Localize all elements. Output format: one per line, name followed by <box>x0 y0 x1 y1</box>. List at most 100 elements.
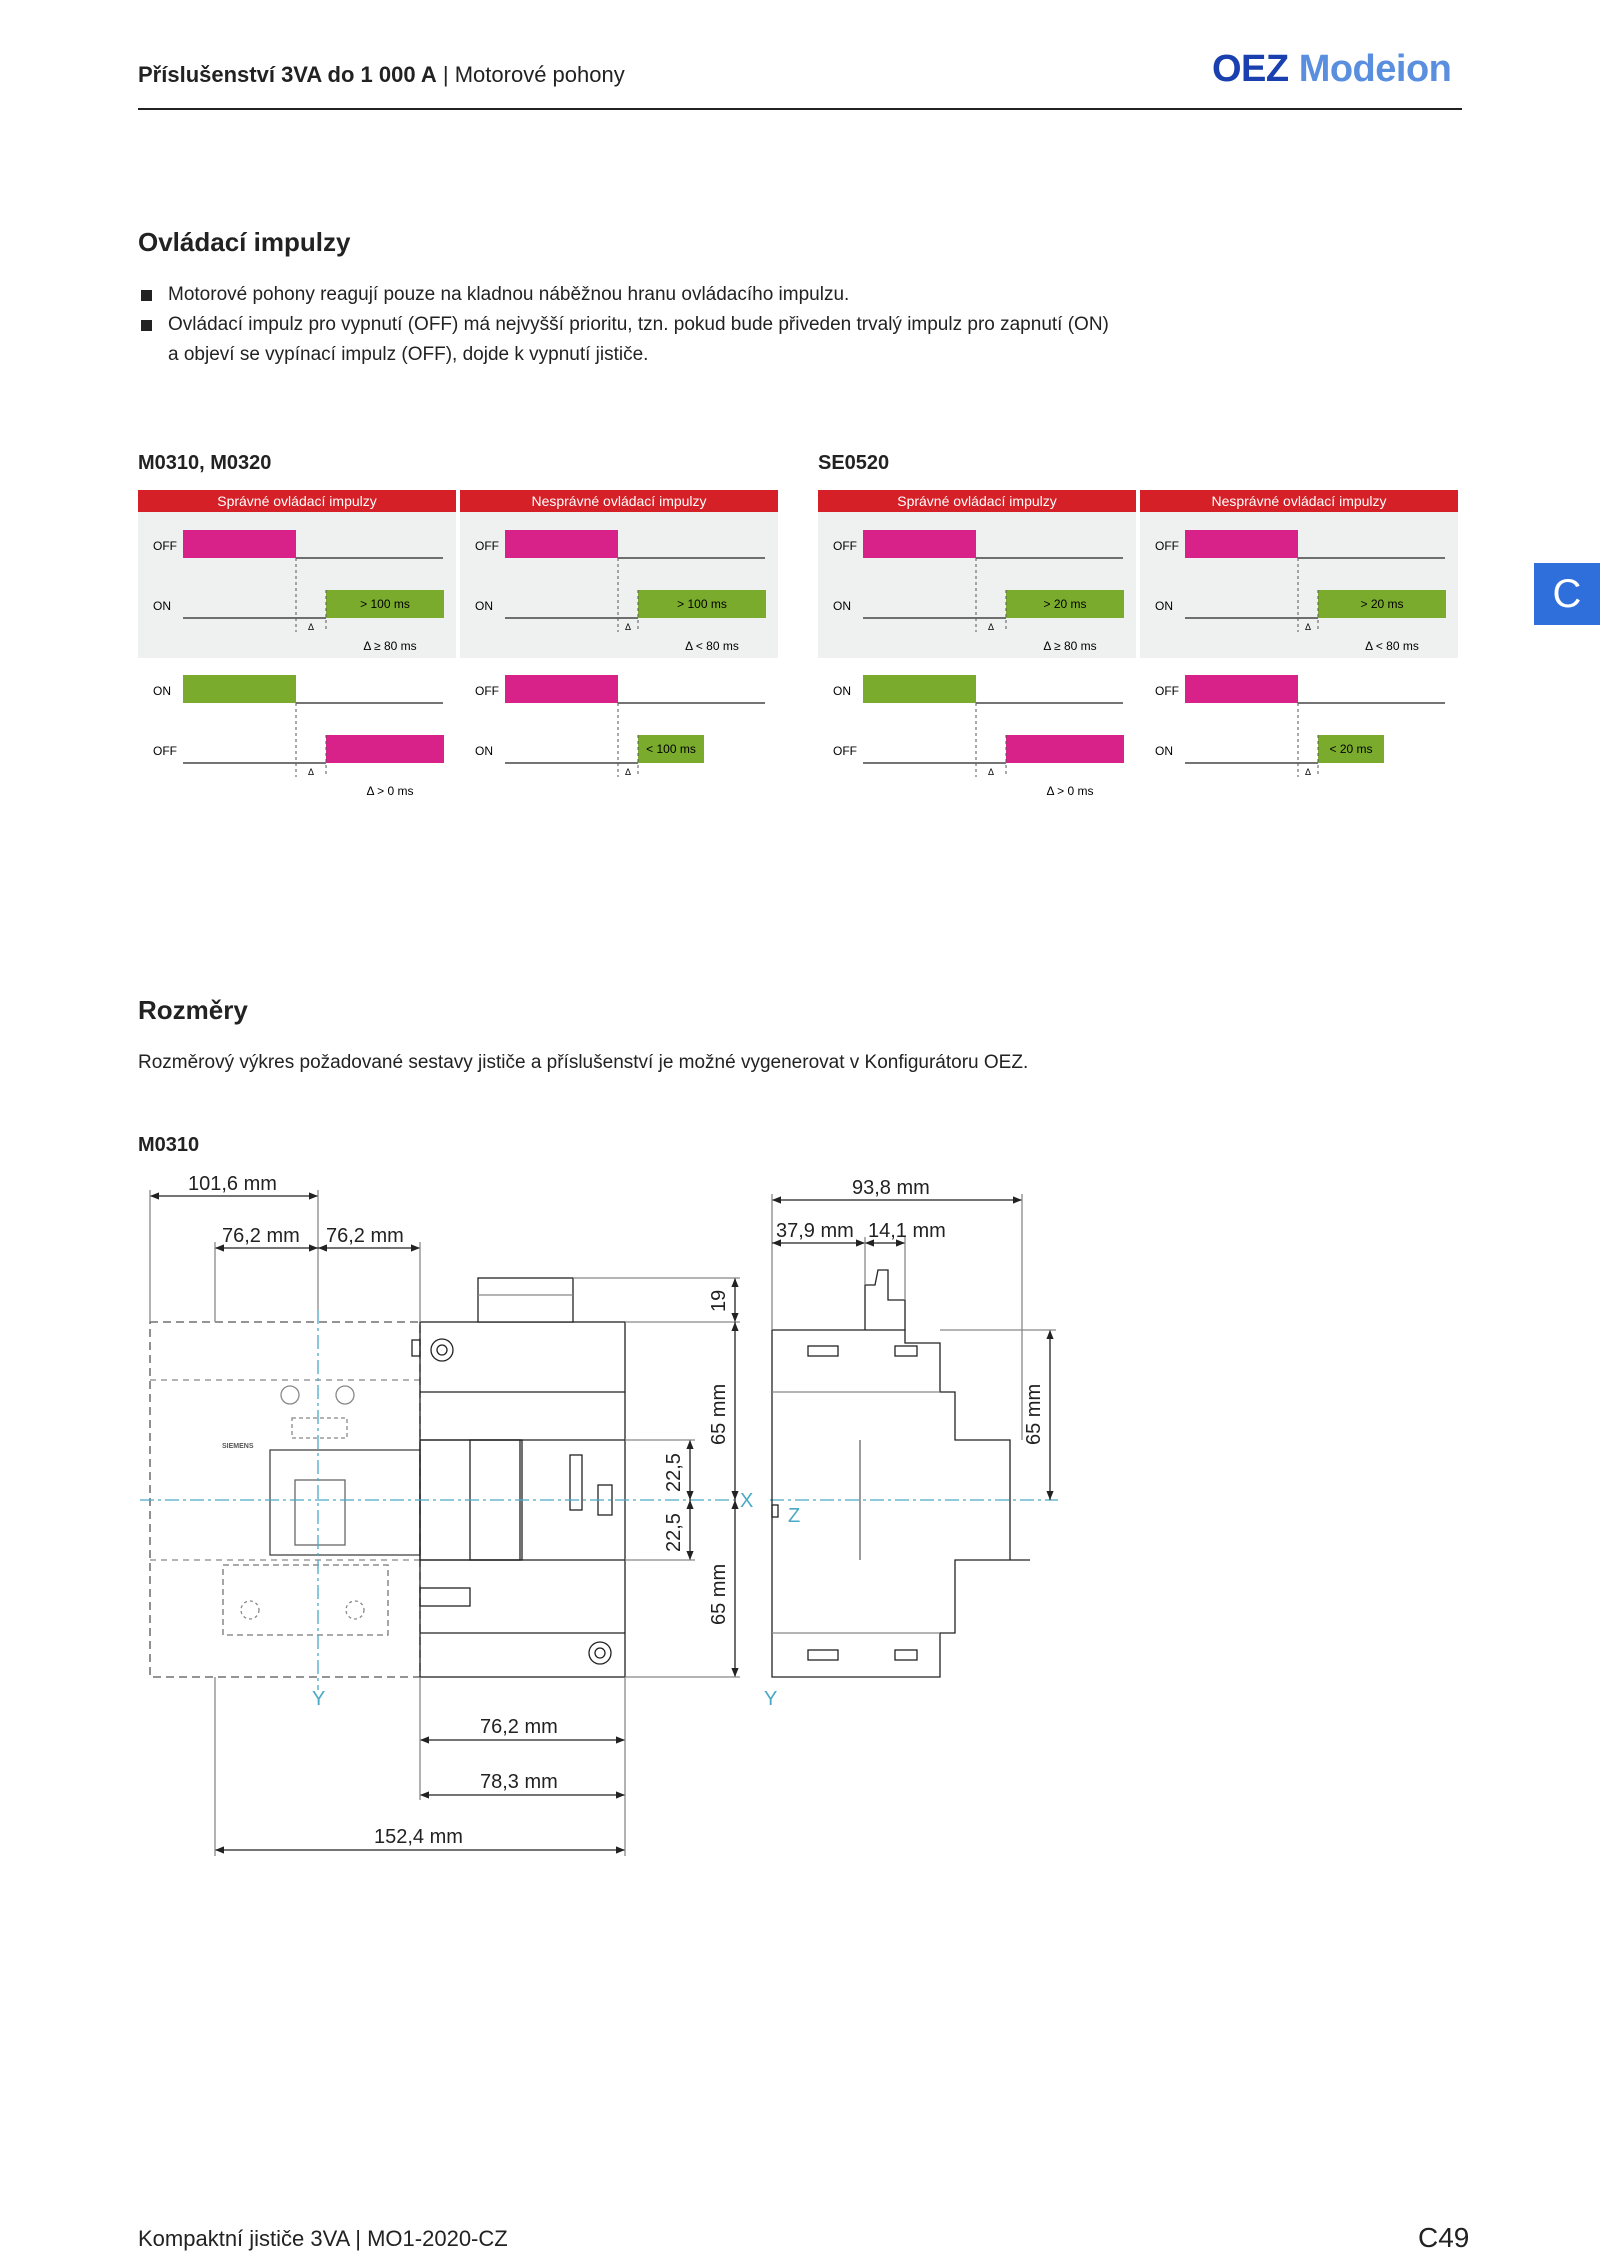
signal-pulse <box>863 675 976 703</box>
axis-x-label: X <box>740 1490 753 1512</box>
panel-header-label: Nesprávné ovládací impulzy <box>1211 493 1386 509</box>
signal-label: OFF <box>833 744 857 758</box>
header-separator: | <box>442 62 449 87</box>
dim-93-8: 93,8 mm <box>852 1177 930 1199</box>
panel-header-label: Správné ovládací impulzy <box>217 493 377 509</box>
page-number: C49 <box>1418 2222 1470 2253</box>
bullet-list: Motorové pohony reagují pouze na kladnou… <box>138 280 1109 370</box>
signal-pulse <box>1006 590 1124 618</box>
delta-symbol: Δ <box>625 767 631 777</box>
signal-label: OFF <box>475 539 499 553</box>
pulse-duration-label: < 100 ms <box>646 742 696 756</box>
footer-title: Kompaktní jističe 3VA <box>138 2226 350 2251</box>
signal-pulse <box>638 735 704 763</box>
footer-separator: | <box>355 2226 361 2251</box>
dim-22-5-bottom: 22,5 <box>663 1513 685 1552</box>
header-title: Příslušenství 3VA do 1 000 A | Motorové … <box>138 62 625 88</box>
brand-label: SIEMENS <box>222 1443 254 1450</box>
signal-label: ON <box>833 684 851 698</box>
dim-14-1: 14,1 mm <box>868 1220 946 1242</box>
signal-label: ON <box>475 744 493 758</box>
list-item: Ovládací impulz pro vypnutí (OFF) má nej… <box>138 310 1109 340</box>
signal-label: ON <box>153 599 171 613</box>
footer: Kompaktní jističe 3VA | MO1-2020-CZ <box>138 2226 508 2252</box>
logo-oez: OEZ <box>1212 48 1289 90</box>
dim-22-5-top: 22,5 <box>663 1453 685 1492</box>
panel-header-label: Nesprávné ovládací impulzy <box>531 493 706 509</box>
pulse-duration-label: > 20 ms <box>1043 597 1086 611</box>
condition-label: Δ < 80 ms <box>1365 639 1419 653</box>
signal-label: ON <box>153 684 171 698</box>
dim-78-3: 78,3 mm <box>480 1771 558 1793</box>
panel-header-label: Správné ovládací impulzy <box>897 493 1057 509</box>
signal-label: OFF <box>1155 684 1179 698</box>
signal-pulse <box>1185 530 1298 558</box>
delta-symbol: Δ <box>308 622 314 632</box>
signal-pulse <box>326 590 444 618</box>
header-title-rest: Motorové pohony <box>454 62 625 87</box>
dimensions-text: Rozměrový výkres požadované sestavy jist… <box>138 1052 1029 1073</box>
signal-label: OFF <box>153 539 177 553</box>
signal-label: OFF <box>475 684 499 698</box>
dim-65-top: 65 mm <box>708 1384 730 1445</box>
signal-label: ON <box>1155 744 1173 758</box>
dim-152-4: 152,4 mm <box>374 1826 463 1848</box>
condition-label: Δ > 0 ms <box>366 784 413 798</box>
dim-37-9: 37,9 mm <box>776 1220 854 1242</box>
dim-101-6: 101,6 mm <box>188 1173 277 1195</box>
pulse-duration-label: > 100 ms <box>677 597 727 611</box>
signal-label: OFF <box>833 539 857 553</box>
signal-pulse <box>1006 735 1124 763</box>
list-item: Motorové pohony reagují pouze na kladnou… <box>138 280 1109 310</box>
delta-symbol: Δ <box>1305 767 1311 777</box>
signal-pulse <box>863 530 976 558</box>
axis-y-label: Y <box>764 1688 777 1710</box>
signal-label: OFF <box>1155 539 1179 553</box>
logo-modeion: Modeion <box>1298 48 1452 90</box>
dim-65-side: 65 mm <box>1023 1384 1045 1445</box>
dim-76-2-left: 76,2 mm <box>222 1225 300 1247</box>
signal-pulse <box>505 530 618 558</box>
delta-symbol: Δ <box>988 622 994 632</box>
delta-symbol: Δ <box>308 767 314 777</box>
signal-pulse <box>183 530 296 558</box>
section-heading-dimensions: Rozměry <box>138 995 248 1025</box>
dimension-drawing: 101,6 mm 76,2 mm 76,2 mm 93,8 mm 37,9 mm… <box>140 1173 1058 1856</box>
chapter-tab[interactable]: C <box>1534 563 1600 625</box>
list-item-continuation: a objeví se vypínací impulz (OFF), dojde… <box>168 344 649 365</box>
signal-pulse <box>1318 590 1446 618</box>
signal-label: ON <box>1155 599 1173 613</box>
signal-pulse <box>505 675 618 703</box>
oez-logo: OEZ Modeion <box>1212 48 1452 91</box>
signal-label: OFF <box>153 744 177 758</box>
panel-header-bar <box>460 490 778 512</box>
header-rule <box>138 108 1462 110</box>
delta-symbol: Δ <box>1305 622 1311 632</box>
section-heading-impulses: Ovládací impulzy <box>138 227 351 257</box>
dim-65-bottom: 65 mm <box>708 1564 730 1625</box>
dim-76-2-right: 76,2 mm <box>326 1225 404 1247</box>
footer-code: MO1-2020-CZ <box>367 2226 508 2251</box>
delta-symbol: Δ <box>988 767 994 777</box>
diagram-group-title: SE0520 <box>818 452 890 474</box>
condition-label: Δ < 80 ms <box>685 639 739 653</box>
panel-header-bar <box>138 490 456 512</box>
condition-label: Δ ≥ 80 ms <box>363 639 416 653</box>
signal-pulse <box>1185 675 1298 703</box>
pulse-duration-label: > 100 ms <box>360 597 410 611</box>
signal-pulse <box>326 735 444 763</box>
signal-label: ON <box>475 599 493 613</box>
axis-y-label: Y <box>312 1688 325 1710</box>
condition-label: Δ ≥ 80 ms <box>1043 639 1096 653</box>
dim-76-2-bottom: 76,2 mm <box>480 1716 558 1738</box>
signal-pulse <box>1318 735 1384 763</box>
condition-label: Δ > 0 ms <box>1046 784 1093 798</box>
signal-pulse <box>638 590 766 618</box>
delta-symbol: Δ <box>625 622 631 632</box>
diagram-group-title: M0310, M0320 <box>138 452 272 474</box>
header-title-bold: Příslušenství 3VA do 1 000 A <box>138 62 437 87</box>
signal-label: ON <box>833 599 851 613</box>
drawing-title: M0310 <box>138 1134 200 1156</box>
panel-header-bar <box>1140 490 1458 512</box>
